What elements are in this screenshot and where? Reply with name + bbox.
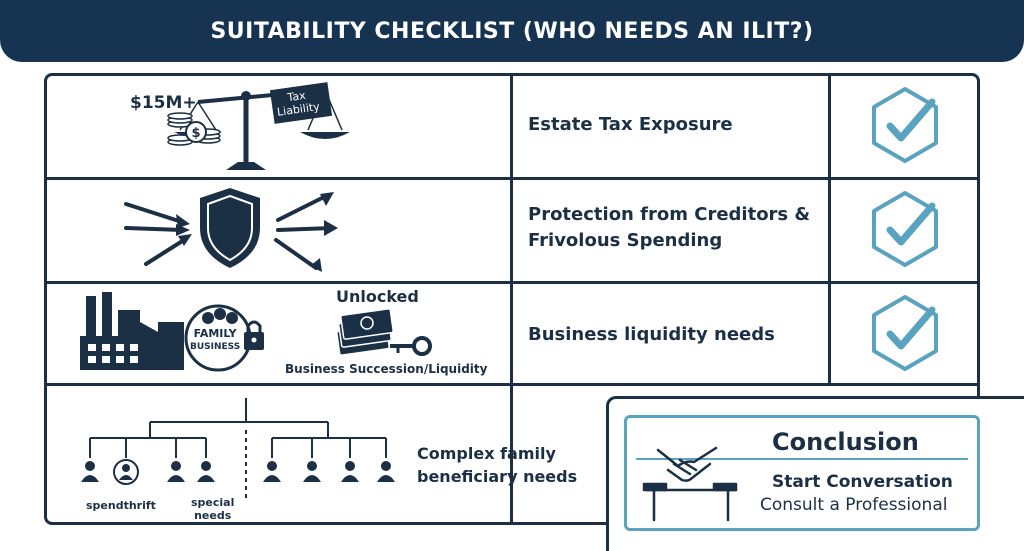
column-divider: [828, 73, 831, 385]
start-conversation-text: Start Conversation: [772, 472, 953, 492]
header-banner: SUITABILITY CHECKLIST (WHO NEEDS AN ILIT…: [0, 0, 1024, 62]
factory-icon: [80, 292, 264, 372]
conclusion-divider: [636, 458, 968, 460]
checkmark-icon: [872, 191, 938, 267]
scale-icon: $: [167, 82, 350, 170]
column-divider: [510, 73, 513, 525]
row-label-business-liquidity: Business liquidity needs: [528, 324, 775, 345]
unlocked-label: Unlocked: [336, 287, 419, 306]
svg-text:$: $: [191, 126, 200, 141]
page-title: SUITABILITY CHECKLIST (WHO NEEDS AN ILIT…: [210, 18, 814, 44]
conclusion-card: [624, 415, 980, 531]
checkmark-icon: [872, 295, 938, 371]
row-label-creditor-protection: Protection from Creditors &Frivolous Spe…: [528, 204, 811, 251]
spendthrift-label: spendthrift: [86, 499, 156, 512]
handshake-icon: [642, 446, 738, 522]
family-tree-icon: [81, 398, 395, 498]
conclusion-title: Conclusion: [772, 428, 919, 456]
cash-icon: [336, 308, 432, 356]
shield-icon: [124, 188, 338, 272]
business-succession-caption: Business Succession/Liquidity: [285, 362, 488, 376]
estate-amount: $15M+: [130, 93, 197, 113]
consult-professional-text: Consult a Professional: [760, 495, 948, 515]
row-label-estate-tax: Estate Tax Exposure: [528, 114, 733, 135]
checkmark-icon: [872, 87, 938, 163]
